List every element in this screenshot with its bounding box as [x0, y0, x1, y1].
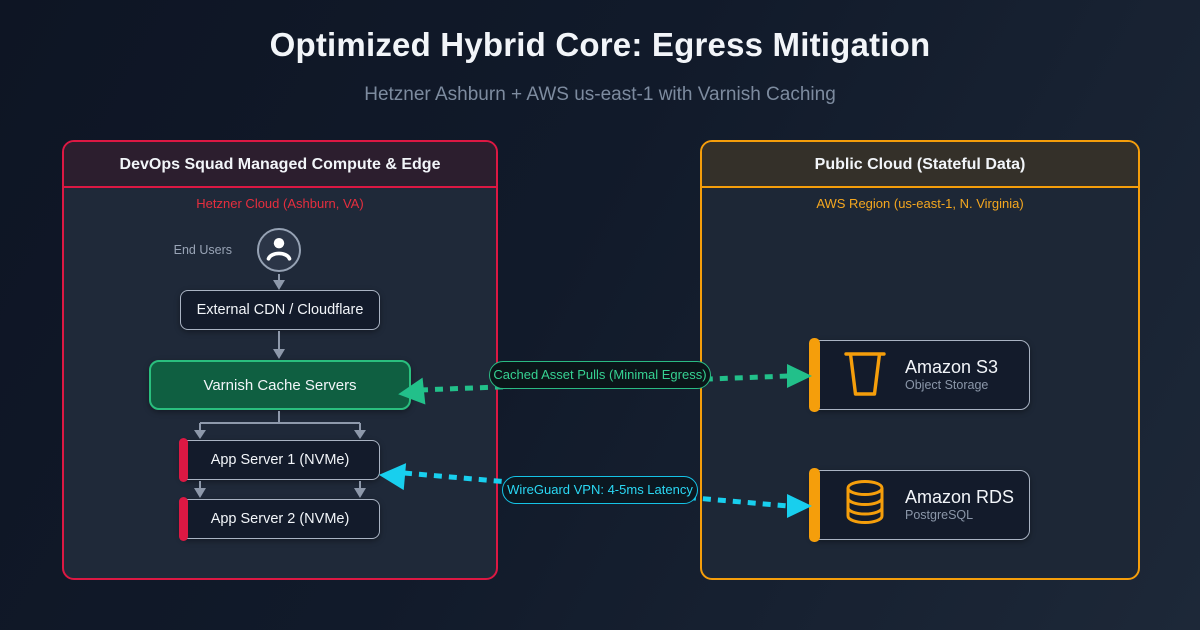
node-rds-subtitle: PostgreSQL — [905, 508, 974, 523]
node-app1-label: App Server 1 (NVMe) — [210, 452, 350, 468]
s3-accent-bar — [809, 338, 820, 412]
end-users-node — [257, 228, 301, 272]
node-amazon-s3: Amazon S3 Object Storage — [809, 338, 1030, 412]
database-icon — [841, 478, 889, 532]
node-varnish-label: Varnish Cache Servers — [203, 376, 357, 394]
group-hetzner-title: DevOps Squad Managed Compute & Edge — [64, 142, 496, 188]
node-app2-label: App Server 2 (NVMe) — [210, 511, 350, 527]
node-amazon-rds: Amazon RDS PostgreSQL — [809, 468, 1030, 542]
group-hetzner-region-label: Hetzner Cloud (Ashburn, VA) — [196, 196, 364, 211]
node-app-server-2: App Server 2 (NVMe) — [179, 497, 380, 541]
app2-accent-bar — [179, 497, 188, 541]
end-users-label: End Users — [173, 243, 232, 257]
node-s3-title: Amazon S3 — [905, 356, 999, 377]
wireguard-vpn-label: WireGuard VPN: 4-5ms Latency — [502, 476, 698, 504]
app1-accent-bar — [179, 438, 188, 482]
node-s3-subtitle: Object Storage — [905, 378, 989, 393]
node-rds-title: Amazon RDS — [905, 486, 1015, 507]
page-title: Optimized Hybrid Core: Egress Mitigation — [269, 26, 931, 63]
group-aws-region-label: AWS Region (us-east-1, N. Virginia) — [816, 196, 1024, 211]
node-app-server-1: App Server 1 (NVMe) — [179, 438, 380, 482]
node-cdn: External CDN / Cloudflare — [180, 290, 380, 330]
bucket-icon — [841, 348, 889, 402]
rds-accent-bar — [809, 468, 820, 542]
cached-pulls-label: Cached Asset Pulls (Minimal Egress) — [489, 361, 711, 389]
user-icon — [262, 231, 296, 270]
page-subtitle: Hetzner Ashburn + AWS us-east-1 with Var… — [364, 84, 836, 105]
group-aws-title: Public Cloud (Stateful Data) — [702, 142, 1138, 188]
node-varnish: Varnish Cache Servers — [149, 360, 411, 410]
node-cdn-label: External CDN / Cloudflare — [196, 302, 364, 318]
